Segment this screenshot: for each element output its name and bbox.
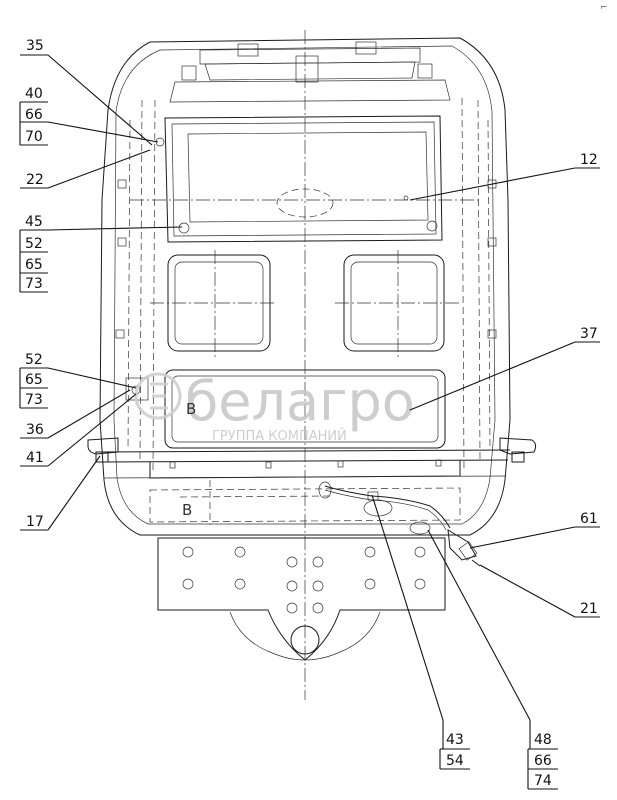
callout-22: 22 [26,172,44,188]
callout-21: 21 [580,601,598,617]
callout-12-text: 12 [580,152,598,168]
callout-41: 41 [26,450,44,466]
callout-40-row1: 40 [25,86,43,102]
callout-41-text: 41 [26,450,44,466]
watermark-subtitle: ГРУППА КОМПАНИЙ [212,428,347,444]
callout-40-row3: 70 [25,129,43,145]
view-mark-lower: B [182,501,192,519]
callout-35: 35 [26,38,44,54]
callout-48-row3: 74 [534,773,552,789]
callout-45-row4: 73 [25,276,43,292]
callout-48-row2: 66 [534,753,552,769]
callout-52-row2: 65 [25,372,43,388]
callout-48-66-74: 48 66 74 [527,732,558,790]
callout-45-row3: 65 [25,257,43,273]
callout-45-row1: 45 [25,214,43,230]
view-mark-upper: B [186,400,196,418]
callout-45-row2: 52 [25,236,43,252]
callout-43-row2: 54 [446,753,464,769]
callout-36: 36 [26,422,44,438]
callout-43-row1: 43 [446,732,464,748]
callout-22-text: 22 [26,172,44,188]
callout-17: 17 [26,514,44,530]
callout-40-66-70: 40 66 70 [19,86,48,146]
callout-36-text: 36 [26,422,44,438]
callout-40-row2: 66 [25,107,43,123]
corner-mark: ⌐ [600,3,608,13]
callout-12: 12 [580,152,598,168]
plate-bolts [182,546,426,614]
callout-17-text: 17 [26,514,44,530]
mounting-plate [157,537,446,661]
leader-lines [20,54,600,749]
callout-52-row3: 73 [25,392,43,408]
callout-48-row1: 48 [534,732,552,748]
callout-52-65-73: 52 65 73 [19,352,48,409]
cab-body [87,30,537,700]
callout-37-text: 37 [580,326,598,342]
callout-45-52-65-73: 45 52 65 73 [19,214,48,293]
callout-61-text: 61 [580,511,598,527]
callout-61: 61 [580,511,598,527]
watermark: белагро ГРУППА КОМПАНИЙ [134,370,415,444]
watermark-brand: белагро [185,370,415,433]
callout-43-54: 43 54 [439,732,470,770]
callout-35-text: 35 [26,38,44,54]
callout-21-text: 21 [580,601,598,617]
callout-52-row1: 52 [25,352,43,368]
callout-37: 37 [580,326,598,342]
